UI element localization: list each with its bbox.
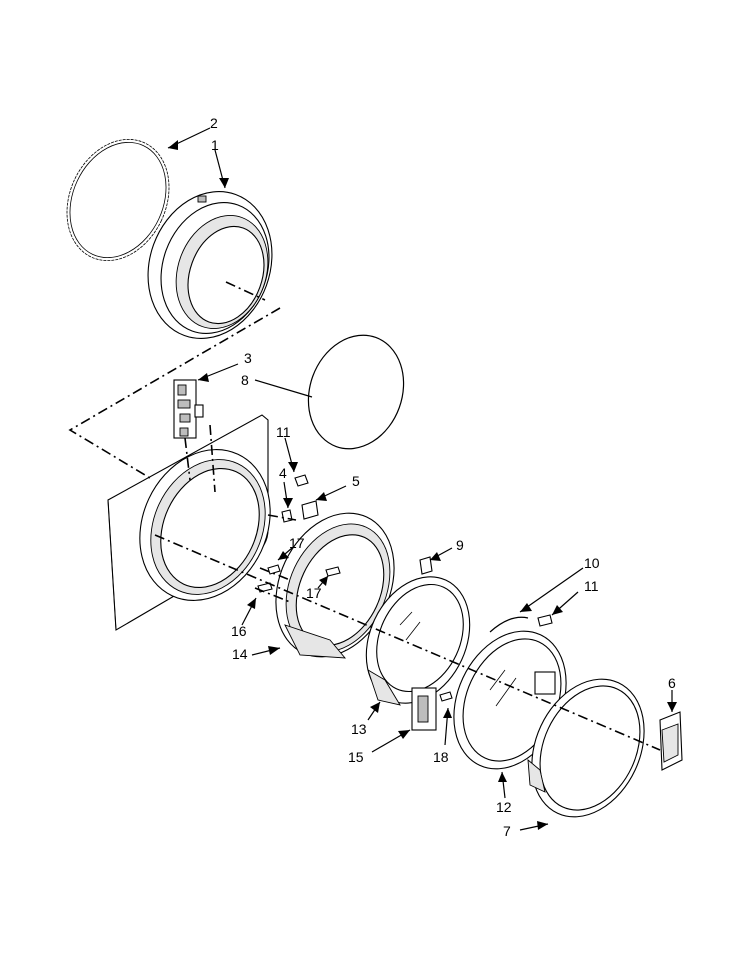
callout-labels: 2 1 3 8 11 4 5 9 17 17 10 11 16 14 6 13 … [210, 115, 676, 839]
callout-16: 16 [231, 623, 247, 639]
callout-17-lower: 17 [306, 585, 322, 601]
callout-14: 14 [232, 646, 248, 662]
callout-4: 4 [279, 465, 287, 481]
callout-15: 15 [348, 749, 364, 765]
callout-5: 5 [352, 473, 360, 489]
callout-11-lower: 11 [584, 578, 599, 594]
part-3-door-lock [173, 379, 204, 439]
callout-10: 10 [584, 555, 600, 571]
callout-6: 6 [668, 675, 676, 691]
callout-2: 2 [210, 115, 218, 131]
part-1-trim-ring [147, 191, 273, 339]
callout-7: 7 [503, 823, 511, 839]
part-15-hinge [411, 687, 437, 731]
assembly-lines [68, 281, 661, 751]
part-6-handle [659, 711, 683, 771]
hardware-parts [257, 474, 553, 702]
callout-1: 1 [211, 137, 219, 153]
part-2-gasket [66, 139, 170, 261]
callout-13: 13 [351, 721, 367, 737]
callout-17-upper: 17 [289, 535, 305, 551]
part-14-door-frame [275, 512, 395, 659]
callout-11-upper: 11 [276, 424, 291, 440]
part-8-gasket [307, 334, 405, 450]
leader-lines [167, 127, 677, 831]
callout-9: 9 [456, 537, 464, 553]
part-7-outer-trim [527, 678, 645, 818]
callout-3: 3 [244, 350, 252, 366]
callout-8: 8 [241, 372, 249, 388]
callout-18: 18 [433, 749, 449, 765]
part-13-inner-glass [365, 576, 471, 706]
front-panel [107, 414, 271, 631]
callout-12: 12 [496, 799, 512, 815]
